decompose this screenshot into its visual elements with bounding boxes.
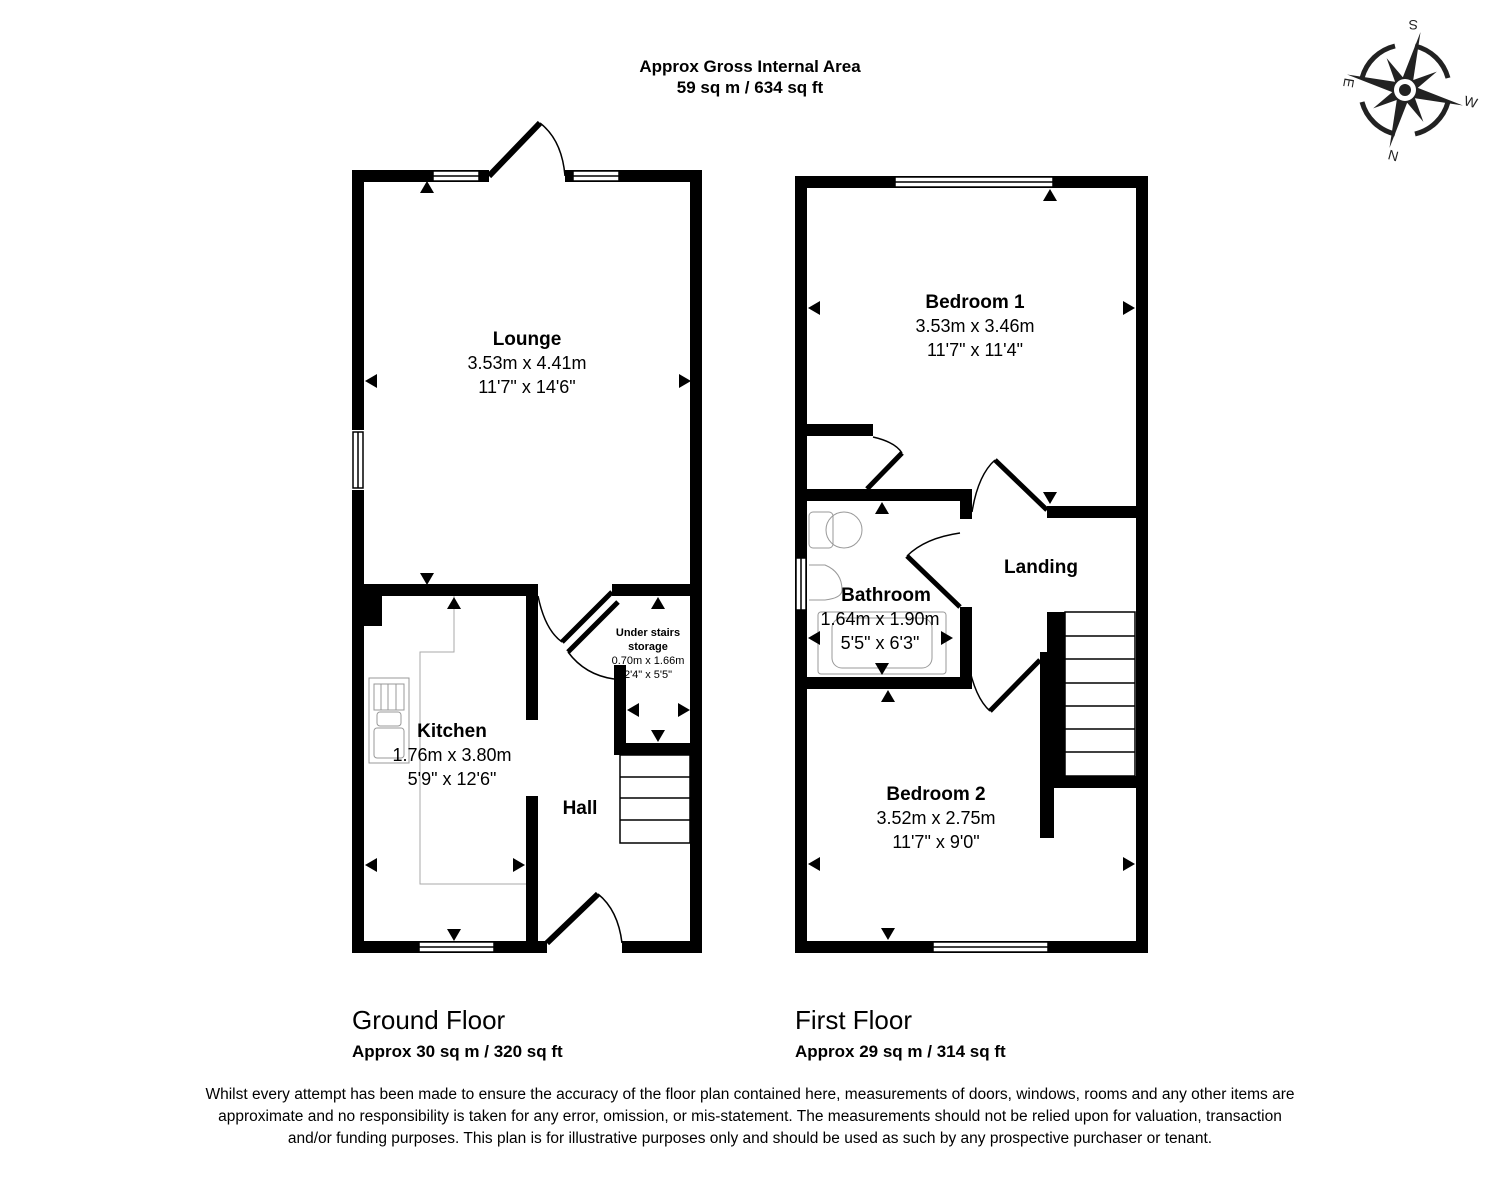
bathroom-imperial: 5'5" x 6'3" <box>841 633 920 653</box>
kitchen-sink-icon <box>368 677 410 764</box>
lounge-imperial: 11'7" x 14'6" <box>478 377 575 397</box>
compass-label-bottom: N <box>1386 146 1400 164</box>
bedroom2-imperial: 11'7" x 9'0" <box>892 832 979 852</box>
compass-label-right: W <box>1462 92 1480 111</box>
first-floor-area: Approx 29 sq m / 314 sq ft <box>795 1042 1006 1061</box>
first-doors <box>865 436 1049 713</box>
ground-windows <box>352 170 620 953</box>
bedroom1-name: Bedroom 1 <box>925 292 1025 313</box>
first-floor-caption: First Floor Approx 29 sq m / 314 sq ft <box>795 1005 1006 1062</box>
gross-area-header: Approx Gross Internal Area 59 sq m / 634… <box>0 56 1500 98</box>
first-windows <box>795 176 1054 953</box>
ground-floor-caption: Ground Floor Approx 30 sq m / 320 sq ft <box>352 1005 563 1062</box>
basin-icon <box>809 564 843 601</box>
kitchen-name: Kitchen <box>417 721 487 742</box>
landing-name: Landing <box>1004 557 1078 578</box>
floor-plan-drawing: Lounge 3.53m x 4.41m 11'7" x 14'6" Kitch… <box>352 120 1148 953</box>
first-floor-walls <box>795 176 1148 953</box>
lounge-metric: 3.53m x 4.41m <box>467 353 586 373</box>
first-stairs <box>1064 611 1136 777</box>
kitchen-worktop <box>419 596 526 885</box>
bathroom-name: Bathroom <box>841 585 931 606</box>
measure-marker <box>420 181 434 193</box>
bathroom-metric: 1.64m x 1.90m <box>820 609 939 629</box>
storage-name-2: storage <box>628 641 668 653</box>
ground-floor-plan: Lounge 3.53m x 4.41m 11'7" x 14'6" Kitch… <box>352 120 702 953</box>
ground-floor-title: Ground Floor <box>352 1005 506 1035</box>
storage-imperial: 2'4" x 5'5" <box>624 669 672 681</box>
bedroom1-imperial: 11'7" x 11'4" <box>927 340 1023 360</box>
compass-label-top: S <box>1409 17 1418 33</box>
gross-area-value: 59 sq m / 634 sq ft <box>676 78 824 97</box>
ground-floor-area: Approx 30 sq m / 320 sq ft <box>352 1042 563 1061</box>
first-floor-plan: Bedroom 1 3.53m x 3.46m 11'7" x 11'4" La… <box>795 176 1148 953</box>
bedroom2-name: Bedroom 2 <box>886 784 985 805</box>
first-floor-title: First Floor <box>795 1005 912 1035</box>
compass-icon: S E W N <box>1340 17 1480 164</box>
disclaimer-text: Whilst every attempt has been made to en… <box>205 1086 1295 1147</box>
compass-label-left: E <box>1340 77 1357 89</box>
kitchen-imperial: 5'9" x 12'6" <box>408 769 497 789</box>
ground-floor-walls <box>352 170 702 953</box>
bedroom1-metric: 3.53m x 3.46m <box>915 316 1034 336</box>
storage-name-1: Under stairs <box>616 627 680 639</box>
hall-name: Hall <box>563 798 598 819</box>
gross-area-title: Approx Gross Internal Area <box>639 57 861 76</box>
ground-stairs <box>619 754 691 844</box>
ground-doors <box>486 120 623 946</box>
kitchen-metric: 1.76m x 3.80m <box>392 745 511 765</box>
lounge-name: Lounge <box>493 329 562 350</box>
storage-metric: 0.70m x 1.66m <box>612 655 685 667</box>
bedroom2-metric: 3.52m x 2.75m <box>876 808 995 828</box>
toilet-icon <box>808 511 834 549</box>
